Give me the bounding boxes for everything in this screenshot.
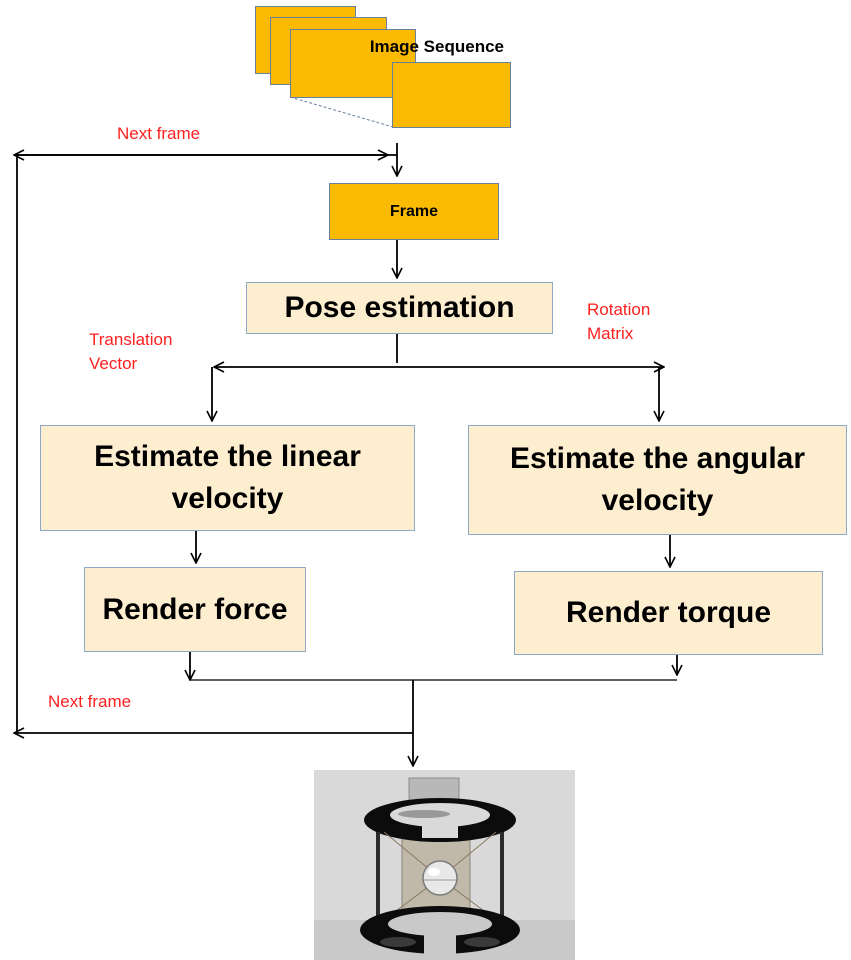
pose-estimation-node: Pose estimation (246, 282, 553, 334)
translation-vector-label: Translation Vector (89, 330, 173, 373)
rotation-matrix-label: Rotation Matrix (587, 300, 651, 343)
render-torque-label: Render torque (565, 596, 772, 629)
next-frame-bottom-label: Next frame (48, 692, 132, 711)
haptic-device-photo (314, 770, 575, 960)
frame-label: Frame (389, 202, 439, 220)
sequence-sheet-4 (392, 62, 511, 128)
render-force-node: Render force (84, 567, 306, 652)
haptic-device-illustration (314, 770, 575, 960)
pose-estimation-label: Pose estimation (284, 291, 515, 324)
render-force-label: Render force (102, 592, 288, 626)
render-torque-node: Render torque (514, 571, 823, 655)
angular-velocity-node: Estimate the angular velocity (468, 425, 847, 535)
linear-velocity-label: Estimate the linear velocity (94, 440, 361, 515)
angular-velocity-label: Estimate the angular velocity (509, 442, 806, 517)
next-frame-top-label: Next frame (117, 124, 201, 143)
linear-velocity-node: Estimate the linear velocity (40, 425, 415, 531)
image-sequence-label: Image Sequence (369, 37, 504, 56)
frame-node: Frame (329, 183, 499, 240)
